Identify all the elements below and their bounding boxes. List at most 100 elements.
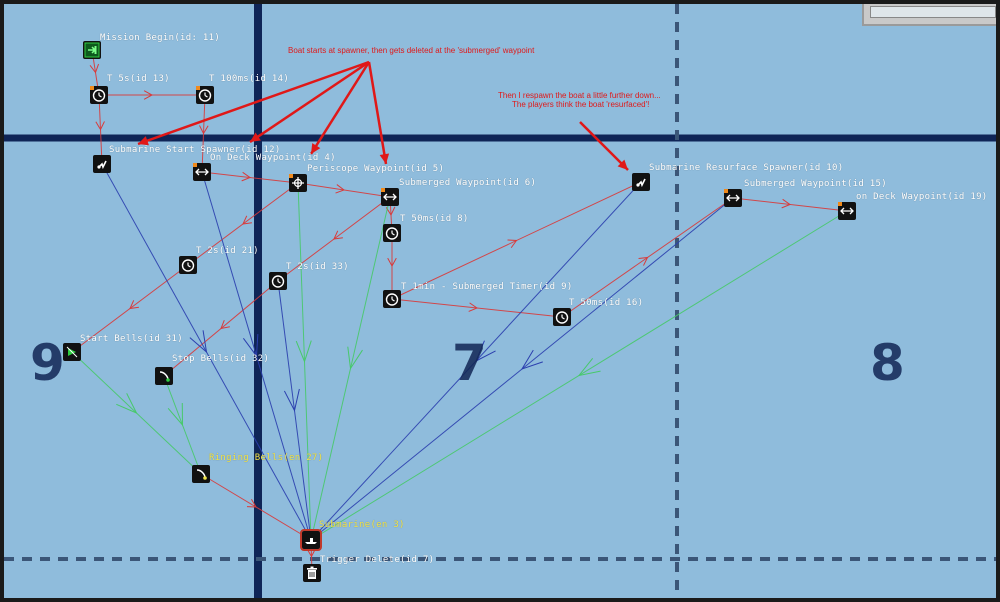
mission-begin-label: Mission Begin(id: 11)	[100, 33, 221, 43]
enter-icon	[84, 42, 100, 58]
sub-start-spawner-label: Submarine Start Spawner(id 12)	[109, 145, 281, 155]
timer-icon	[555, 311, 569, 324]
waypoint-icon	[838, 202, 854, 215]
logic-link-red-10-arrowhead	[638, 256, 649, 266]
annotation-arrow-to-on-deck	[249, 60, 370, 144]
logic-link-red-11-arrowhead	[781, 198, 792, 209]
annotation-arrow-to-submerged-head	[379, 153, 390, 164]
logic-link-red-trigger-arrowhead	[306, 548, 317, 558]
submarine-label: Submarine(en 3)	[319, 520, 405, 530]
waypoint-icon	[381, 188, 397, 201]
annotation-arrow-to-start-spawner-head	[138, 136, 149, 146]
on-deck-waypoint-19-label: on Deck Waypoint(id 19)	[856, 192, 988, 202]
timer-icon	[196, 86, 212, 102]
sound-start-icon	[66, 346, 78, 358]
t100ms-node[interactable]	[196, 86, 214, 104]
submerged-waypoint-15-node[interactable]	[724, 189, 742, 207]
t2s-21-label: T 2s(id 21)	[196, 246, 259, 256]
mission-editor-canvas[interactable]: 9 7 8 Boat starts at spawner, then gets …	[4, 4, 996, 598]
logic-link-red-0-arrowhead	[89, 63, 100, 74]
logic-link-green-3-arrowhead	[347, 346, 363, 370]
t1min-node[interactable]	[383, 290, 401, 308]
t5s-node[interactable]	[90, 86, 108, 104]
spawner-icon	[636, 178, 646, 188]
submerged-waypoint-15-label: Submerged Waypoint(id 15)	[744, 179, 887, 189]
start-bells-node[interactable]	[63, 343, 81, 361]
logic-link-red-12-arrowhead	[242, 215, 252, 225]
sector-8: 8	[870, 334, 905, 392]
t100ms-label: T 100ms(id 14)	[209, 74, 290, 84]
logic-link-blue-1-arrowhead	[242, 334, 259, 358]
t2s-33-node[interactable]	[269, 272, 287, 290]
submarine-node[interactable]	[300, 529, 322, 551]
submerged-waypoint-label: Submerged Waypoint(id 6)	[399, 178, 537, 188]
stop-bells-node[interactable]	[155, 367, 173, 385]
map-canvas[interactable]	[4, 4, 996, 598]
t50ms-16-label: T 50ms(id 16)	[569, 298, 644, 308]
logic-link-red-8-arrowhead	[468, 302, 479, 312]
timer-icon	[271, 275, 285, 288]
t50ms-16-node[interactable]	[553, 308, 571, 326]
logic-link-red-7-arrowhead	[387, 257, 397, 268]
sector-9: 9	[30, 334, 65, 392]
start-bells-label: Start Bells(id 31)	[80, 334, 183, 344]
on-deck-waypoint-19-node[interactable]	[838, 202, 856, 220]
submerged-waypoint-node[interactable]	[381, 188, 399, 206]
sound-stop-icon	[159, 371, 170, 382]
logic-link-red-14-arrowhead	[333, 230, 343, 240]
annotation-arrow-to-periscope	[309, 61, 371, 155]
annotation-arrow-to-on-deck-head	[250, 132, 261, 142]
logic-link-green-0-arrowhead	[116, 393, 138, 415]
spawner-icon	[97, 160, 107, 170]
waypoint-icon	[724, 189, 740, 202]
trigger-delete-node[interactable]	[303, 564, 321, 582]
minimap-view	[870, 6, 996, 18]
annotation-arrow-to-resurface-spawner-head	[617, 159, 628, 170]
t2s-21-node[interactable]	[179, 256, 197, 274]
trigger-delete-label: Trigger Delete(id 7)	[320, 555, 435, 565]
timer-icon	[90, 86, 106, 102]
periscope-waypoint-label: Periscope Waypoint(id 5)	[307, 164, 445, 174]
logic-link-red-2-arrowhead	[95, 121, 105, 131]
bell-icon	[196, 469, 207, 480]
waypoint-icon	[193, 163, 209, 176]
annotation-arrow-to-resurface-spawner	[579, 121, 629, 171]
timer-icon	[385, 227, 399, 240]
minimap-panel[interactable]	[862, 4, 996, 26]
stop-bells-label: Stop Bells(id 32)	[172, 354, 270, 364]
mission-begin-node[interactable]	[83, 41, 101, 59]
logic-link-blue-3-arrowhead	[520, 349, 543, 370]
logic-link-red-15-arrowhead	[220, 319, 230, 330]
t50ms-8-node[interactable]	[383, 224, 401, 242]
logic-link-blue-4-arrowhead	[283, 388, 300, 412]
logic-link-red-1-arrowhead	[143, 90, 154, 100]
logic-link-red-9-arrowhead	[507, 239, 518, 249]
t5s-label: T 5s(id 13)	[107, 74, 170, 84]
annotation-resurface-note-2: The players think the boat 'resurfaced'!	[512, 100, 650, 109]
annotation-arrow-to-periscope-head	[311, 143, 321, 154]
t50ms-8-label: T 50ms(id 8)	[400, 214, 469, 224]
logic-link-red-13-arrowhead	[129, 300, 139, 310]
t1min-label: T 1min - Submerged Timer(id 9)	[401, 282, 573, 292]
sub-start-spawner-node[interactable]	[93, 155, 111, 173]
timer-icon	[385, 293, 399, 306]
map-background	[4, 4, 996, 598]
annotation-arrow-to-submerged	[367, 61, 388, 165]
on-deck-waypoint-node[interactable]	[193, 163, 211, 181]
logic-link-green-1-arrowhead	[167, 402, 184, 427]
logic-link-red-3-arrowhead	[199, 125, 209, 135]
annotation-resurface-note-1: Then I respawn the boat a little further…	[498, 91, 661, 100]
ringing-bells-node[interactable]	[192, 465, 210, 483]
logic-link-green-4-arrowhead	[577, 357, 601, 377]
logic-link-red-16-arrowhead	[246, 498, 257, 508]
logic-link-red-6-arrowhead	[385, 206, 396, 217]
timer-icon	[181, 259, 195, 272]
logic-link-red-4-arrowhead	[241, 171, 252, 182]
ringing-bells-label: Ringing Bells(en 27)	[209, 453, 324, 463]
submarine-icon	[305, 538, 317, 544]
resurface-spawner-node[interactable]	[632, 173, 650, 191]
sector-7: 7	[452, 334, 487, 392]
logic-link-red-5-arrowhead	[335, 184, 346, 194]
periscope-waypoint-node[interactable]	[289, 174, 307, 192]
logic-link-blue-2-arrowhead	[475, 340, 496, 363]
